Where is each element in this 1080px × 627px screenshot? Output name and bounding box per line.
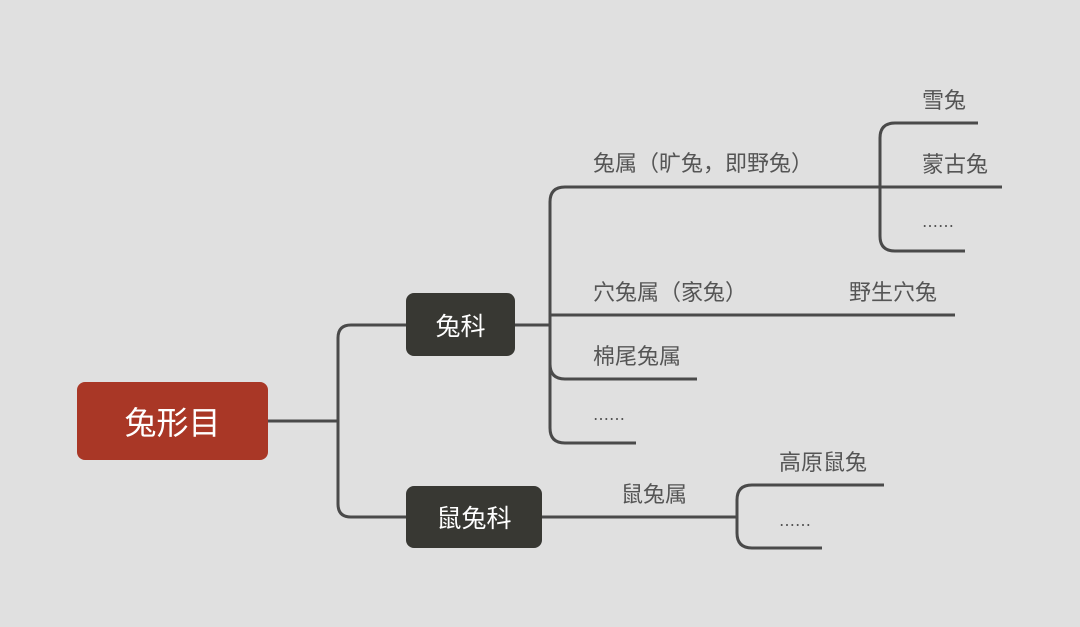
genus-label[interactable]: 穴兔属（家兔） bbox=[593, 281, 748, 306]
genus-label[interactable]: …… bbox=[593, 405, 625, 424]
species-label[interactable]: 高原鼠兔 bbox=[779, 451, 868, 476]
species-label[interactable]: …… bbox=[922, 212, 954, 231]
species-label[interactable]: …… bbox=[779, 511, 811, 530]
species-label[interactable]: 蒙古兔 bbox=[922, 153, 989, 178]
tushu-bracket bbox=[878, 121, 978, 253]
genus-label[interactable]: 棉尾兔属 bbox=[593, 345, 682, 370]
species-label[interactable]: 野生穴兔 bbox=[849, 281, 938, 306]
tuke-bracket bbox=[548, 185, 1002, 445]
family-node-shutuke[interactable]: 鼠兔科 bbox=[406, 486, 542, 548]
species-label[interactable]: 雪兔 bbox=[922, 89, 967, 114]
shutushu-bracket bbox=[735, 483, 884, 550]
family-bracket bbox=[336, 323, 406, 519]
genus-label[interactable]: 鼠兔属 bbox=[621, 483, 688, 508]
root-node[interactable]: 兔形目 bbox=[77, 382, 268, 460]
family-node-tuke[interactable]: 兔科 bbox=[406, 293, 515, 356]
genus-label[interactable]: 兔属（旷兔，即野兔） bbox=[593, 152, 814, 177]
